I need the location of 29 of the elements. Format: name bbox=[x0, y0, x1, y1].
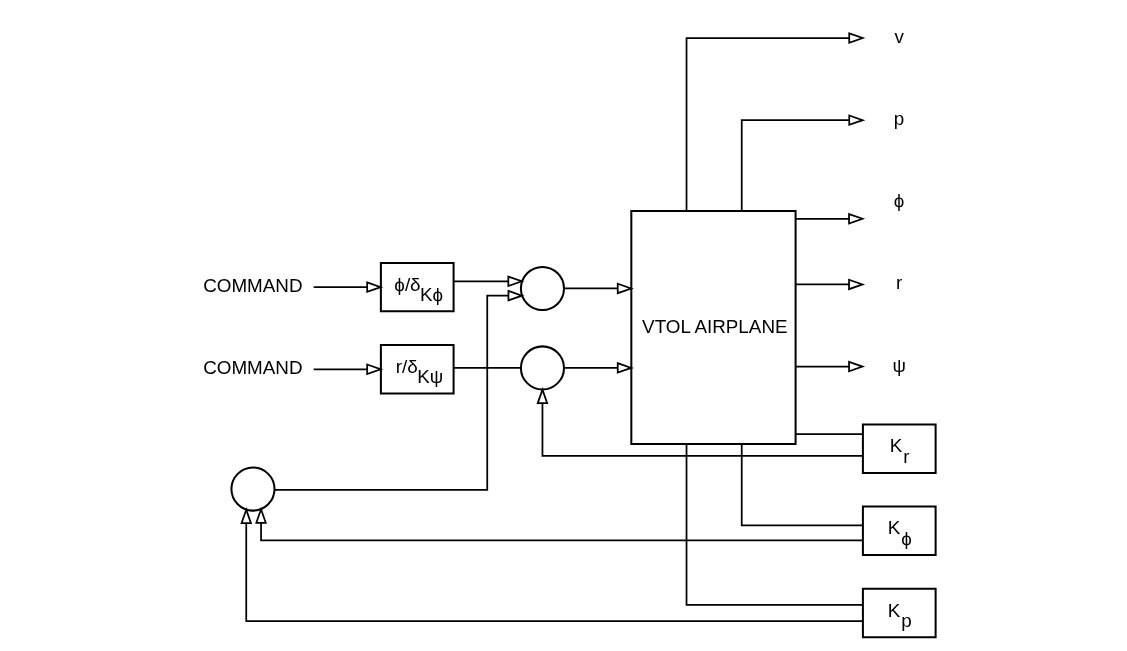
arrow bbox=[562, 282, 634, 295]
arrow bbox=[794, 278, 865, 291]
arrow bbox=[536, 387, 863, 457]
connector bbox=[452, 367, 522, 369]
node-text: ϕ bbox=[893, 190, 904, 212]
arrow bbox=[794, 212, 865, 225]
connector bbox=[740, 443, 864, 527]
node-circle bbox=[519, 265, 565, 312]
node-text: ψ bbox=[892, 354, 906, 376]
arrow bbox=[312, 281, 383, 294]
arrow bbox=[794, 360, 865, 373]
node-text: p bbox=[893, 108, 904, 130]
node-text: v bbox=[894, 26, 904, 48]
node-circle bbox=[229, 466, 276, 512]
arrow bbox=[740, 114, 865, 212]
node-box: VTOL AIRPLANE bbox=[629, 210, 797, 445]
arrow bbox=[254, 506, 864, 542]
arrow bbox=[452, 275, 524, 288]
connector bbox=[685, 443, 864, 606]
connector bbox=[794, 433, 863, 436]
arrow bbox=[239, 507, 864, 622]
node-circle bbox=[519, 345, 565, 391]
arrow bbox=[685, 32, 865, 212]
arrow bbox=[273, 289, 525, 491]
node-text: r bbox=[895, 272, 902, 294]
node-text: COMMAND bbox=[202, 357, 303, 379]
node-text: COMMAND bbox=[202, 275, 303, 297]
arrow bbox=[562, 361, 634, 374]
arrow bbox=[312, 363, 383, 376]
